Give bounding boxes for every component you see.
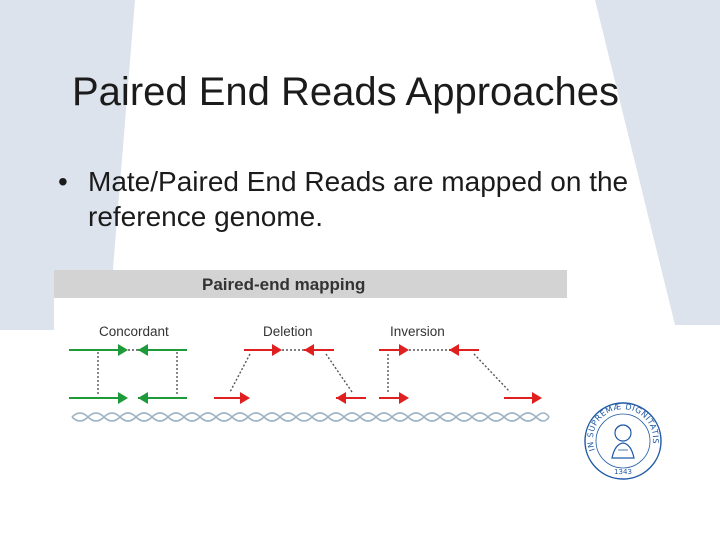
bullet-text: Mate/Paired End Reads are mapped on the …	[88, 166, 629, 232]
bullet-marker: •	[58, 166, 68, 197]
deletion-pair	[214, 344, 366, 404]
concordant-pair	[69, 344, 187, 404]
concordant-label: Concordant	[99, 324, 169, 339]
reference-genome-strand	[71, 412, 550, 422]
university-seal-logo: IN SUPREMÆ DIGNITATIS 1343	[584, 402, 662, 480]
inversion-label: Inversion	[390, 324, 445, 339]
slide-title: Paired End Reads Approaches	[72, 70, 620, 114]
deletion-label: Deletion	[263, 324, 313, 339]
svg-text:1343: 1343	[614, 468, 632, 476]
inversion-pair	[379, 344, 542, 404]
paired-end-mapping-figure: Paired-end mapping Concordant Deletion I…	[54, 270, 567, 430]
mapping-diagram	[69, 344, 550, 422]
figure-title: Paired-end mapping	[202, 275, 366, 294]
figure-header: Paired-end mapping	[54, 270, 567, 298]
